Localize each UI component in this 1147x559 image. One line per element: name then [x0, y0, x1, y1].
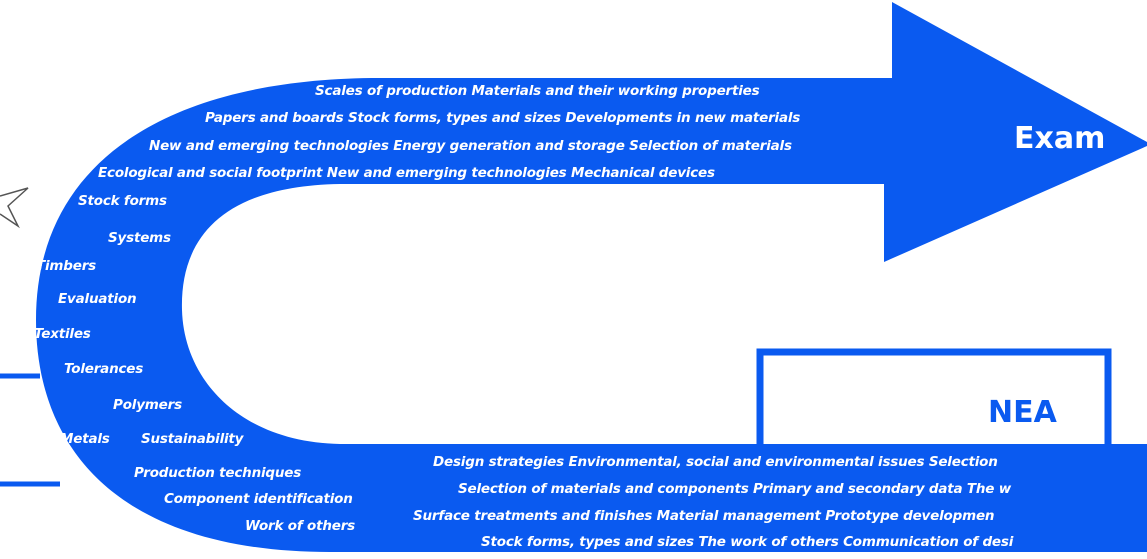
exam-label: Exam	[1014, 121, 1106, 156]
sketch-mark	[0, 187, 29, 229]
nea-box-outline	[756, 348, 1112, 446]
curve-label-systems: Systems	[108, 230, 171, 246]
curve-label-timbers: Timbers	[36, 258, 97, 274]
curve-label-textiles: Textiles	[34, 326, 91, 342]
nea-band	[410, 444, 1147, 552]
arrow-line-3: New and emerging technologies Energy gen…	[149, 138, 792, 154]
curve-label-production-techniques: Production techniques	[134, 465, 302, 481]
nea-label: NEA	[988, 395, 1057, 430]
arrow-line-4: Ecological and social footprint New and …	[98, 165, 715, 181]
nea-line-1: Design strategies Environmental, social …	[433, 454, 998, 470]
curve-label-stock-forms: Stock forms	[78, 193, 167, 209]
arrow-line-2: Papers and boards Stock forms, types and…	[205, 110, 801, 126]
curve-label-sustainability: Sustainability	[141, 431, 244, 447]
nea-line-4: Stock forms, types and sizes The work of…	[481, 534, 1014, 550]
nea-line-3: Surface treatments and finishes Material…	[413, 508, 995, 524]
curve-label-evaluation: Evaluation	[58, 291, 137, 307]
curve-label-polymers: Polymers	[113, 397, 182, 413]
curve-label-tolerances: Tolerances	[64, 361, 144, 377]
nea-text-clip: Design strategies Environmental, social …	[410, 444, 1147, 556]
curve-label-metals: Metals	[60, 431, 110, 447]
curve-label-work-of-others: Work of others	[245, 518, 355, 534]
curved-arrow-band	[36, 2, 1147, 552]
arrow-line-1: Scales of production Materials and their…	[315, 83, 760, 99]
nea-line-2: Selection of materials and components Pr…	[458, 481, 1012, 497]
curve-label-component-identification: Component identification	[164, 491, 353, 507]
